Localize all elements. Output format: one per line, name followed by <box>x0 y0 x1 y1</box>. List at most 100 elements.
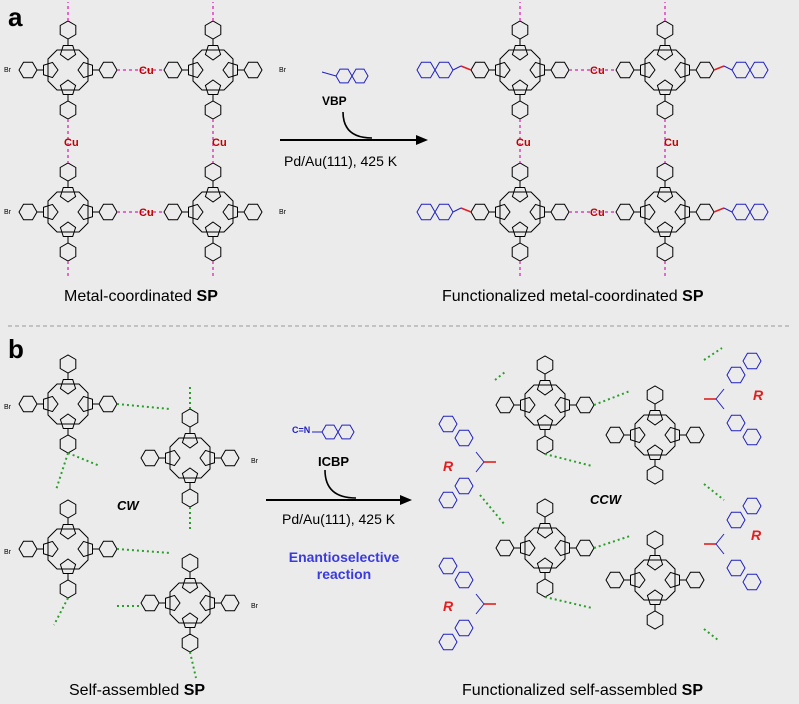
hydrogen-bond <box>544 596 593 609</box>
hydrogen-bond <box>55 452 69 491</box>
caption-text: Metal-coordinated <box>64 288 197 305</box>
porphyrin-macrocycle <box>47 49 89 91</box>
imine-bond <box>475 461 485 473</box>
aryl-ring <box>18 203 38 221</box>
porphyrin-unit <box>634 559 676 601</box>
pyrrole-ring <box>77 203 93 221</box>
pyrrole-ring <box>536 557 554 573</box>
aryl-ring <box>204 20 222 40</box>
imine-bond <box>715 533 725 545</box>
aryl-ring <box>605 426 625 444</box>
imine-bond <box>715 388 725 400</box>
pyrrole-ring <box>536 380 554 396</box>
pyrrole-ring <box>77 540 93 558</box>
imine-bond <box>715 398 725 410</box>
aryl-ring <box>220 449 240 467</box>
biphenyl-ring <box>454 619 474 637</box>
porphyrin-unit <box>644 49 686 91</box>
pyrrole-ring <box>204 45 222 61</box>
pyrrole-ring <box>520 539 536 557</box>
aryl-ring <box>536 498 554 518</box>
pyrrole-ring <box>656 79 674 95</box>
aryl-ring <box>181 633 199 653</box>
arrowhead <box>400 495 412 505</box>
porphyrin-unit <box>169 582 211 624</box>
biphenyl-ring <box>438 415 458 433</box>
caption-text: Functionalized self-assembled <box>462 682 682 699</box>
biphenyl-ring <box>454 429 474 447</box>
aryl-ring <box>220 594 240 612</box>
pyrrole-ring <box>43 540 59 558</box>
porphyrin-macrocycle <box>192 191 234 233</box>
aryl-ring <box>575 396 595 414</box>
aryl-ring <box>243 203 263 221</box>
aryl-ring <box>656 100 674 120</box>
caption-text: Self-assembled <box>69 682 184 699</box>
pyrrole-ring <box>59 413 77 429</box>
br-label: Br <box>4 67 11 74</box>
pyrrole-ring <box>646 589 664 605</box>
chirality-r-label: R <box>443 458 454 474</box>
cu-label: Cu <box>664 137 679 149</box>
pyrrole-ring <box>59 221 77 237</box>
aryl-ring <box>646 385 664 405</box>
aryl-ring <box>536 435 554 455</box>
aryl-ring <box>59 162 77 182</box>
cu-label: Cu <box>590 65 605 77</box>
biphenyl-ring <box>454 477 474 495</box>
caption-functionalized-self-assembled: Functionalized self-assembled SP <box>462 682 703 700</box>
ccw-label: CCW <box>590 492 622 507</box>
pyrrole-ring <box>165 594 181 612</box>
biphenyl-ring <box>731 61 751 79</box>
vinyl-bond <box>723 207 733 213</box>
caption-bold: SP <box>682 288 704 305</box>
hydrogen-bond <box>53 597 69 626</box>
porphyrin-macrocycle <box>47 528 89 570</box>
br-label: Br <box>4 404 11 411</box>
aryl-ring <box>536 578 554 598</box>
pyrrole-ring <box>59 187 77 203</box>
cu-label: Cu <box>139 207 154 219</box>
pyrrole-ring <box>656 187 674 203</box>
porphyrin-macrocycle <box>644 49 686 91</box>
porphyrin-macrocycle <box>47 191 89 233</box>
porphyrin-macrocycle <box>634 559 676 601</box>
pyrrole-ring <box>536 523 554 539</box>
biphenyl-ring <box>434 203 454 221</box>
pyrrole-ring <box>640 61 656 79</box>
aryl-ring <box>140 594 160 612</box>
aryl-ring <box>656 162 674 182</box>
pyrrole-ring <box>43 395 59 413</box>
icbp-ring <box>321 424 339 440</box>
pyrrole-ring <box>554 539 570 557</box>
hydrogen-bond <box>544 453 593 467</box>
pyrrole-ring <box>204 221 222 237</box>
new-vinyl-bond <box>460 65 472 71</box>
cu-label: Cu <box>64 137 79 149</box>
vinyl-bond <box>723 65 733 71</box>
porphyrin-unit <box>47 49 89 91</box>
biphenyl-ring <box>416 61 436 79</box>
aryl-ring <box>511 100 529 120</box>
biphenyl-ring <box>726 511 746 529</box>
cu-label: Cu <box>212 137 227 149</box>
biphenyl-ring <box>742 428 762 446</box>
aryl-ring <box>615 61 635 79</box>
pyrrole-ring <box>188 61 204 79</box>
aryl-ring <box>695 203 715 221</box>
imine-bond <box>475 603 485 615</box>
br-label: Br <box>279 67 286 74</box>
aryl-ring <box>204 100 222 120</box>
porphyrin-unit <box>634 414 676 456</box>
imine-bond <box>475 451 485 463</box>
biphenyl-ring <box>749 203 769 221</box>
hydrogen-bond <box>189 651 197 679</box>
cu-label: Cu <box>590 207 605 219</box>
chirality-r-label: R <box>751 527 762 543</box>
aryl-ring <box>243 61 263 79</box>
aryl-ring <box>59 20 77 40</box>
aryl-ring <box>495 539 515 557</box>
aryl-ring <box>470 203 490 221</box>
porphyrin-macrocycle <box>169 437 211 479</box>
pyrrole-ring <box>674 61 690 79</box>
